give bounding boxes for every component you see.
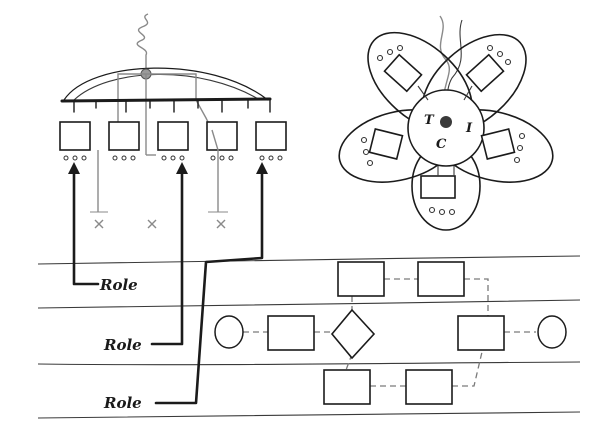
start-event xyxy=(214,315,244,349)
role-arrow-2 xyxy=(150,166,184,346)
role-arrowhead-1 xyxy=(68,162,80,174)
task-lane2-b xyxy=(457,315,505,351)
role-arrowhead-2 xyxy=(176,162,188,174)
end-event xyxy=(537,315,567,349)
node-box-1 xyxy=(59,121,91,151)
node-box-2 xyxy=(108,121,140,151)
core-label-c: C xyxy=(436,137,447,152)
task-lane1-b xyxy=(417,261,465,297)
task-lane1-a xyxy=(337,261,385,297)
lane-line-3 xyxy=(37,361,581,366)
core-label-t: T xyxy=(424,113,435,128)
hierarchy-diagram xyxy=(59,13,287,229)
core-label-i: I xyxy=(465,121,473,136)
petal-box-ul xyxy=(383,53,423,93)
signal-squiggle xyxy=(136,13,149,74)
role-label-1: Role xyxy=(99,276,138,294)
petal-box-r xyxy=(480,127,516,161)
dome-arc xyxy=(63,67,269,101)
petal-box-bottom xyxy=(420,175,456,199)
task-lane2-a xyxy=(267,315,315,351)
bus-drops xyxy=(73,98,271,113)
dome-arc-inner xyxy=(73,73,261,101)
task-lane3-b xyxy=(405,369,453,405)
petal-boxes xyxy=(368,53,516,199)
lane-line-2 xyxy=(37,299,581,309)
gateway-diamond xyxy=(330,308,376,360)
node-box-3 xyxy=(157,121,189,151)
core-connectors xyxy=(417,85,473,176)
flow-top-to-right xyxy=(464,278,489,316)
role-arrowhead-3 xyxy=(256,162,268,174)
petal-box-ur xyxy=(465,53,505,93)
lane-line-1 xyxy=(37,255,581,265)
tci-flower-diagram: T I C xyxy=(338,15,554,231)
role-arrows xyxy=(68,162,268,405)
process-flow xyxy=(214,261,567,405)
node-box-4 xyxy=(206,121,238,151)
x-marks xyxy=(90,211,228,229)
role-arrow-3 xyxy=(154,166,264,405)
task-lane3-a xyxy=(323,369,371,405)
flow-bottom-to-right xyxy=(452,351,483,387)
petal-box-l xyxy=(368,127,404,161)
node-box-5 xyxy=(255,121,287,151)
role-label-2: Role xyxy=(103,336,142,354)
node-boxes xyxy=(59,121,287,151)
grey-stem-2 xyxy=(211,129,219,212)
swimlanes xyxy=(37,255,581,419)
core-dot xyxy=(440,116,452,128)
role-arrow-1 xyxy=(72,166,100,286)
bus-bar xyxy=(60,97,272,103)
petal-ports xyxy=(360,44,526,216)
lane-line-4 xyxy=(37,411,581,419)
box-ports xyxy=(63,155,283,161)
role-label-3: Role xyxy=(103,394,142,412)
